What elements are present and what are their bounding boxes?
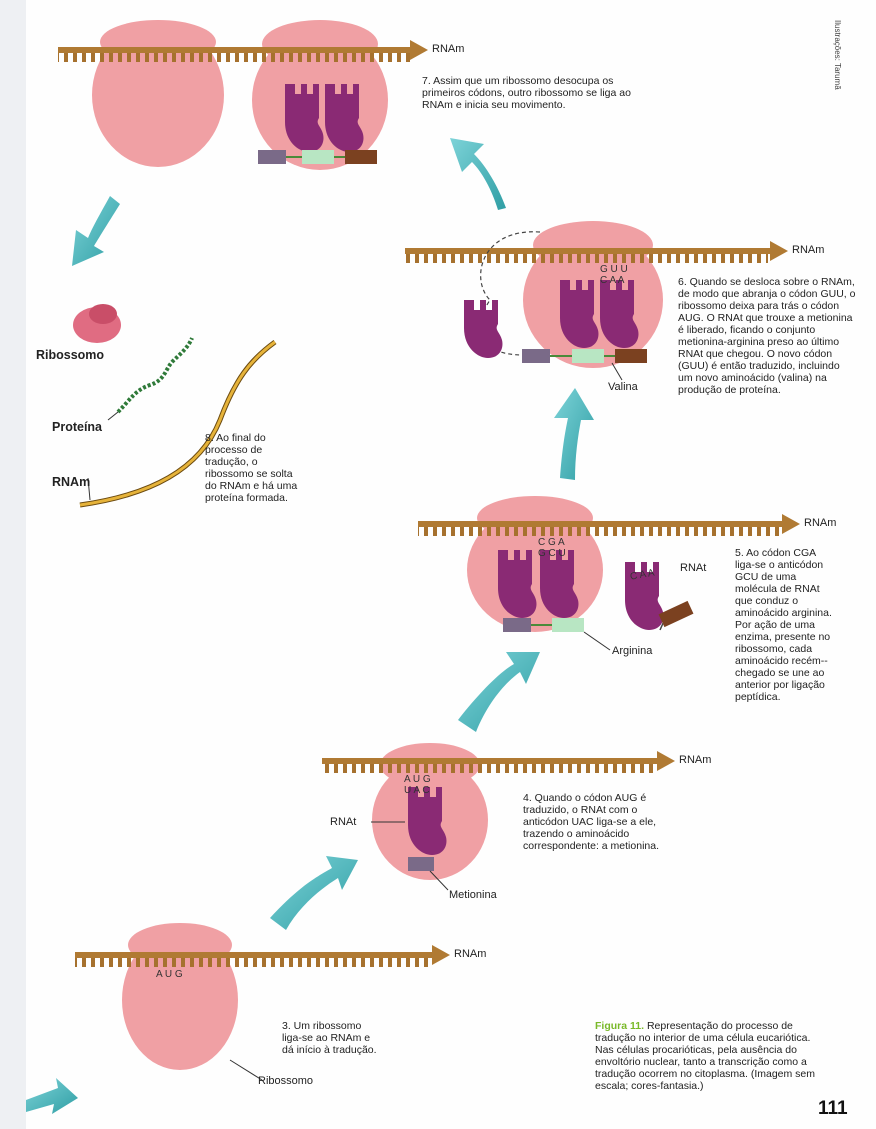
codon-step6-top: G U U xyxy=(600,264,628,275)
mrna-arrowhead xyxy=(770,241,788,261)
step5-text: 5. Ao códon CGA liga-se o anticódon GCU … xyxy=(735,547,837,703)
page-margin xyxy=(0,0,26,1129)
amino-acid-val xyxy=(615,349,647,363)
flow-arrow-icon xyxy=(270,856,358,930)
illustration-credit: Ilustrações: Tarumã xyxy=(833,20,842,90)
flow-arrow-icon xyxy=(72,196,120,266)
codon-step4-bottom: U A C xyxy=(404,785,430,796)
codon-step5-bottom: G C U xyxy=(538,548,566,559)
amino-acid-met xyxy=(408,857,434,871)
amino-acid-met xyxy=(258,150,286,164)
mrna-bases xyxy=(58,53,410,62)
step3-text: 3. Um ribossomo liga-se ao RNAm e dá iní… xyxy=(282,1020,382,1056)
step7-group xyxy=(58,20,428,170)
amino-acid-met xyxy=(503,618,531,632)
mrna-arrowhead xyxy=(410,40,428,60)
label-valina: Valina xyxy=(608,381,638,393)
amino-acid-arg xyxy=(572,349,604,363)
mrna-arrowhead xyxy=(432,945,450,965)
page-number: 111 xyxy=(818,1098,848,1120)
mrna-arrowhead xyxy=(657,751,675,771)
step4-text: 4. Quando o códon AUG é traduzido, o RNA… xyxy=(523,792,673,852)
label-rnam: RNAm xyxy=(432,43,464,55)
caption-title: Figura 11. xyxy=(595,1020,644,1032)
step3-group xyxy=(75,923,450,1080)
mrna-strand xyxy=(322,758,660,764)
label-ribossomo: Ribossomo xyxy=(258,1075,313,1087)
mrna-strand xyxy=(75,952,435,958)
label-rnam-free: RNAm xyxy=(52,475,90,489)
mrna-bases xyxy=(405,254,768,263)
label-rnam: RNAm xyxy=(454,948,486,960)
label-ribossomo-bold: Ribossomo xyxy=(36,348,104,362)
ribosome-icon-detail xyxy=(89,304,117,324)
amino-acid-val xyxy=(659,601,694,627)
label-arginina: Arginina xyxy=(612,645,652,657)
codon-step6-bottom: C A A xyxy=(600,275,625,286)
codon-step4-top: A U G xyxy=(404,774,431,785)
figure-caption: Figura 11. Representação do processo de … xyxy=(595,1020,827,1092)
protein-chain xyxy=(118,338,192,412)
mrna-strand xyxy=(418,521,784,527)
label-rnat: RNAt xyxy=(680,562,706,574)
mrna-arrowhead xyxy=(782,514,800,534)
amino-acid-arg xyxy=(552,618,584,632)
mrna-strand xyxy=(58,47,413,53)
flow-arrow-icon xyxy=(26,1078,78,1114)
released-trna xyxy=(464,300,502,358)
amino-acid-val xyxy=(345,150,377,164)
step6-text: 6. Quando se desloca sobre o RNAm, de mo… xyxy=(678,276,856,396)
mrna-bases xyxy=(75,958,432,967)
flow-arrow-icon xyxy=(554,388,594,480)
label-rnat: RNAt xyxy=(330,816,356,828)
pointer-line xyxy=(584,632,610,650)
flow-arrow-icon xyxy=(450,138,506,210)
label-metionina: Metionina xyxy=(449,889,497,901)
amino-acid-arg xyxy=(302,150,334,164)
pointer-line xyxy=(108,412,118,420)
codon-step3: A U G xyxy=(156,969,183,980)
codon-step5-top: C G A xyxy=(538,537,565,548)
label-rnam: RNAm xyxy=(804,517,836,529)
mrna-bases xyxy=(322,764,657,773)
step7-text: 7. Assim que um ribossomo desocupa os pr… xyxy=(422,75,632,111)
mrna-strand xyxy=(405,248,771,254)
label-rnam: RNAm xyxy=(679,754,711,766)
label-rnam: RNAm xyxy=(792,244,824,256)
flow-arrow-icon xyxy=(458,652,540,732)
amino-acid-met xyxy=(522,349,550,363)
label-proteina: Proteína xyxy=(52,420,102,434)
mrna-bases xyxy=(418,527,781,536)
step8-text: 8. Ao final do processo de tradução, o r… xyxy=(205,432,300,504)
pointer-line xyxy=(612,363,622,380)
